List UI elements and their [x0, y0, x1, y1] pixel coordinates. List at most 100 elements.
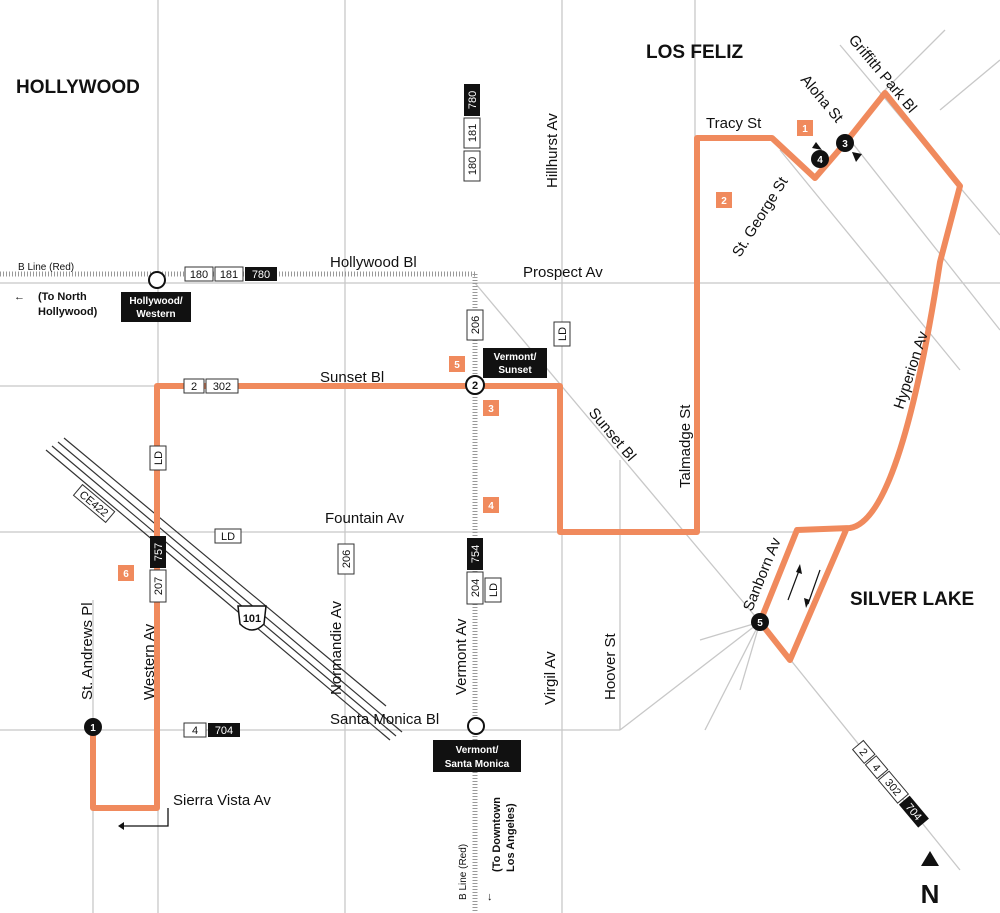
north-label: N	[921, 879, 940, 909]
label-st-andrews-pl: St. Andrews Pl	[79, 602, 96, 700]
svg-text:LD: LD	[557, 327, 569, 341]
station-vermont-santa-monica-l2: Santa Monica	[445, 759, 510, 770]
label-tracy-st: Tracy St	[706, 115, 762, 132]
svg-text:2: 2	[472, 380, 478, 392]
svg-text:704: 704	[215, 725, 233, 737]
station-vermont-sunset-l2: Sunset	[498, 365, 532, 376]
svg-text:1: 1	[90, 723, 96, 734]
segment-marker-4: 4	[483, 497, 499, 513]
badges-santa-monica: 4 704	[183, 722, 240, 738]
arrow-west: ←	[14, 291, 25, 303]
direction-arrows-icon	[787, 142, 862, 608]
svg-text:4: 4	[817, 155, 823, 166]
badges-sunset-bl: 2 302	[183, 378, 239, 394]
svg-text:101: 101	[243, 613, 261, 625]
area-silver-lake: SILVER LAKE	[850, 589, 974, 610]
svg-text:181: 181	[220, 269, 238, 281]
badges-hollywood-bl: 180 181 780	[184, 266, 277, 282]
label-hoover-st: Hoover St	[602, 632, 619, 700]
badge-ld-fountain: LD	[214, 528, 242, 544]
label-to-downtown-1: (To Downtown	[491, 797, 503, 872]
label-talmadge-st: Talmadge St	[677, 404, 694, 488]
svg-text:757: 757	[153, 543, 165, 561]
badges-western-south: 207 757	[149, 536, 167, 603]
label-normandie-av: Normandie Av	[328, 601, 345, 695]
svg-text:1: 1	[802, 124, 808, 135]
badge-vermont-206: 206	[466, 309, 484, 341]
label-fountain-av: Fountain Av	[325, 510, 404, 527]
label-st-george-st: St. George St	[729, 173, 792, 260]
svg-text:180: 180	[190, 269, 208, 281]
svg-text:4: 4	[488, 501, 494, 512]
label-sunset-bl-west: Sunset Bl	[320, 369, 384, 386]
label-hillhurst-av: Hillhurst Av	[544, 113, 561, 188]
street-labels: Hollywood Bl Prospect Av Sunset Bl Fount…	[79, 32, 932, 809]
segment-marker-1: 1	[797, 120, 813, 136]
station-hollywood-western[interactable]: Hollywood/ Western	[121, 271, 191, 322]
label-b-line-south: B Line (Red)	[458, 844, 469, 900]
station-vermont-sunset-l1: Vermont/	[494, 352, 537, 363]
badge-ld-western: LD	[149, 445, 167, 471]
timepoint-3[interactable]: 3	[836, 134, 854, 152]
station-vermont-santa-monica[interactable]: Vermont/ Santa Monica	[433, 717, 521, 772]
svg-text:181: 181	[467, 124, 479, 142]
svg-text:204: 204	[470, 579, 482, 597]
svg-text:180: 180	[467, 157, 479, 175]
label-griffith-park-bl: Griffith Park Bl	[845, 32, 920, 117]
svg-text:5: 5	[454, 360, 460, 371]
label-aloha-st: Aloha St	[797, 72, 847, 127]
label-western-av: Western Av	[141, 623, 158, 700]
label-prospect-av: Prospect Av	[523, 264, 603, 281]
area-hollywood: HOLLYWOOD	[16, 77, 140, 98]
station-hollywood-western-l1: Hollywood/	[129, 296, 183, 307]
svg-text:3: 3	[488, 404, 494, 415]
area-los-feliz: LOS FELIZ	[646, 42, 744, 63]
route-path	[90, 90, 963, 811]
area-labels: HOLLYWOOD LOS FELIZ SILVER LAKE	[16, 42, 974, 610]
timepoint-1[interactable]: 1	[84, 718, 102, 736]
svg-text:5: 5	[757, 618, 763, 629]
label-virgil-av: Virgil Av	[542, 651, 559, 705]
svg-text:2: 2	[721, 196, 727, 207]
station-vermont-santa-monica-l1: Vermont/	[456, 745, 499, 756]
badge-ld-hillhurst: LD	[553, 321, 571, 347]
timepoint-4[interactable]: 4	[811, 150, 829, 168]
badges-vermont-north: 180 181 780	[463, 84, 481, 182]
svg-text:LD: LD	[221, 531, 235, 543]
label-to-north-hollywood-1: (To North	[38, 291, 87, 303]
label-sunset-bl-diag: Sunset Bl	[585, 405, 639, 465]
label-to-north-hollywood-2: Hollywood)	[38, 306, 98, 318]
svg-text:206: 206	[341, 550, 353, 568]
station-hollywood-western-l2: Western	[136, 309, 175, 320]
svg-text:2: 2	[191, 381, 197, 393]
rail-labels: B Line (Red) ← (To North Hollywood) B Li…	[14, 262, 517, 903]
label-b-line-west: B Line (Red)	[18, 262, 74, 273]
svg-text:206: 206	[470, 316, 482, 334]
label-santa-monica-bl: Santa Monica Bl	[330, 711, 439, 728]
svg-text:754: 754	[470, 545, 482, 563]
svg-text:780: 780	[467, 91, 479, 109]
badges-vermont-south: 204 754 LD	[466, 538, 502, 605]
segment-marker-5: 5	[449, 356, 465, 372]
svg-text:6: 6	[123, 569, 129, 580]
svg-text:LD: LD	[488, 583, 500, 597]
svg-text:3: 3	[842, 139, 848, 150]
station-vermont-sunset[interactable]: Vermont/ Sunset	[483, 348, 547, 378]
svg-text:780: 780	[252, 269, 270, 281]
segment-marker-2: 2	[716, 192, 732, 208]
arrow-south: ↓	[487, 891, 493, 903]
svg-text:302: 302	[213, 381, 231, 393]
freeway-101	[45, 437, 403, 741]
label-sierra-vista-av: Sierra Vista Av	[173, 792, 271, 809]
label-hollywood-bl: Hollywood Bl	[330, 254, 417, 271]
timepoint-5[interactable]: 5	[751, 613, 769, 631]
svg-text:4: 4	[192, 725, 198, 737]
label-vermont-av: Vermont Av	[453, 618, 470, 695]
timepoint-2[interactable]: 2	[465, 375, 485, 395]
shield-101-icon: 101	[237, 605, 267, 631]
badge-normandie-206: 206	[337, 543, 355, 575]
sierra-vista-arrow-icon	[118, 808, 169, 830]
badges-santa-monica-east: 2 4 302 704	[851, 739, 929, 828]
segment-marker-3: 3	[483, 400, 499, 416]
